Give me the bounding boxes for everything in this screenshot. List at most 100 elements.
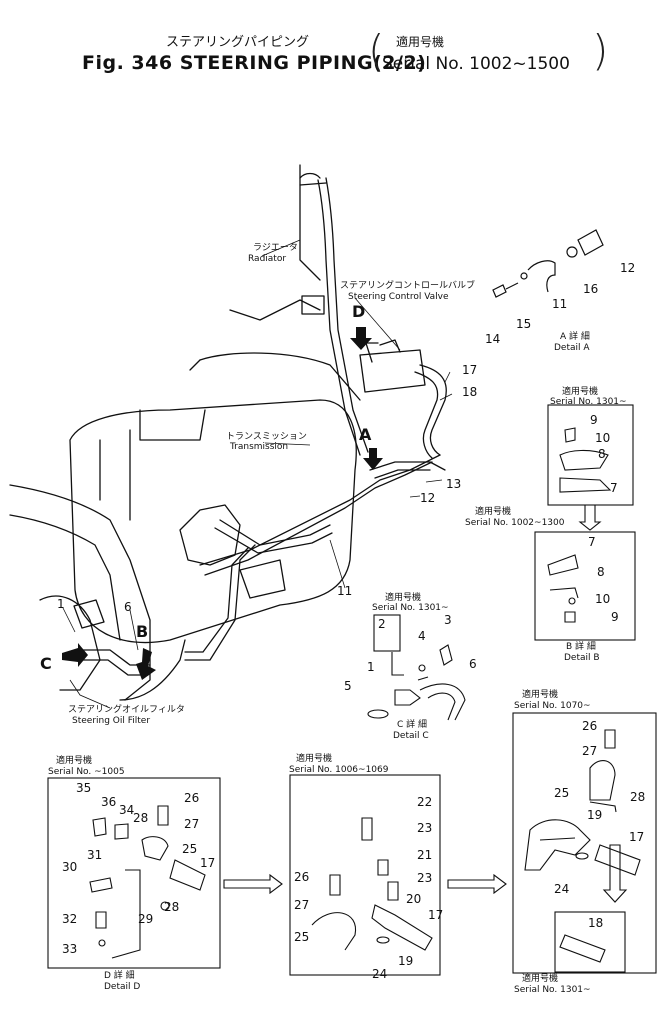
part-number: 17 [200,856,216,870]
figure-title: Fig. 346 STEERING PIPING(2/2) [82,52,427,74]
part-number: 28 [164,900,180,914]
detail-c-label: Detail C [393,731,429,741]
serial-applies-jp-d: 適用号機 [56,756,93,766]
part-number: 24 [554,882,570,896]
part-number: 10 [595,592,611,606]
part-number: 35 [76,781,92,795]
part-number: 11 [337,584,353,598]
part-number: 17 [428,908,444,922]
part-number: 27 [184,817,200,831]
part-number: 20 [406,892,422,906]
part-number: 14 [485,332,501,346]
part-number: 26 [582,719,598,733]
oil-filter-label: Steering Oil Filter [72,716,151,726]
part-number: 17 [629,830,645,844]
transmission-label: Transmission [230,442,289,452]
part-number: 1 [367,660,375,674]
detail-d-label: Detail D [104,982,141,992]
serial-1070: Serial No. 1070~ [514,701,591,711]
part-number: 18 [588,916,604,930]
part-number: 25 [294,930,310,944]
part-number: 11 [552,297,568,311]
serial-applies-jp-bottom: 適用号機 [522,974,559,984]
part-number: 26 [184,791,200,805]
part-number: 7 [588,535,596,549]
part-number: 22 [417,795,433,809]
part-number: 26 [294,870,310,884]
detail-d-label-jp: D 詳 細 [104,971,135,981]
callout-a: A [359,425,372,444]
part-number: 28 [630,790,646,804]
oil-filter-label-jp: ステアリングオイルフィルタ [68,705,185,715]
right-paren: ) [592,26,609,75]
part-number: 27 [582,744,598,758]
part-number: 7 [610,481,618,495]
callout-d: D [352,302,366,321]
callout-b: B [136,622,149,641]
part-number: 6 [469,657,477,671]
part-number: 25 [182,842,198,856]
part-number: 25 [554,786,570,800]
part-number: 9 [590,413,598,427]
part-number: 12 [420,491,436,505]
serial-1002-1300: Serial No. 1002~1300 [465,518,565,528]
part-number: 29 [138,912,154,926]
part-number: 5 [344,679,352,693]
part-number: 16 [583,282,599,296]
part-number: 18 [462,385,478,399]
left-paren: ( [368,26,385,75]
part-number: 34 [119,803,135,817]
detail-a-label-jp: A 詳 細 [560,332,590,342]
part-number: 8 [598,447,606,461]
part-number: 30 [62,860,78,874]
control-valve-label: Steering Control Valve [348,292,449,302]
part-number: 28 [133,811,149,825]
control-valve-label-jp: ステアリングコントロールバルブ [340,281,476,291]
part-number: 23 [417,871,433,885]
part-number: 10 [595,431,611,445]
title-japanese: ステアリングパイピング [166,35,310,50]
part-number: 23 [417,821,433,835]
title-serial: Serial No. 1002~1500 [382,54,570,74]
serial-1005: Serial No. ~1005 [48,767,125,777]
serial-applies-jp-c: 適用号機 [385,593,422,603]
part-number: 31 [87,848,103,862]
part-number: 4 [418,629,426,643]
part-number: 6 [124,600,132,614]
part-number: 19 [587,808,603,822]
serial-1006-1069: Serial No. 1006~1069 [289,765,389,775]
serial-1301-bottom: Serial No. 1301~ [514,985,591,995]
serial-1301-c: Serial No. 1301~ [372,603,449,613]
part-number: 2 [378,617,386,631]
part-number: 19 [398,954,414,968]
detail-a-label: Detail A [554,343,590,353]
part-number: 27 [294,898,310,912]
serial-applies-jp-mid: 適用号機 [296,754,333,764]
serial-applies-jp-right: 適用号機 [522,690,559,700]
part-number: 17 [462,363,478,377]
detail-c-label-jp: C 詳 細 [397,720,428,730]
part-number: 32 [62,912,78,926]
serial-1301-b: Serial No. 1301~ [550,397,627,407]
callout-c: C [40,654,52,673]
serial-applies-jp: 適用号機 [562,387,599,397]
serial-applies-jp-2: 適用号機 [475,507,512,517]
part-number: 3 [444,613,452,627]
part-number: 36 [101,795,117,809]
title-applies-jp: 適用号機 [396,35,445,49]
part-number: 13 [446,477,462,491]
part-number: 9 [611,610,619,624]
part-number: 21 [417,848,433,862]
part-number: 12 [620,261,636,275]
detail-b-label: Detail B [564,653,600,663]
part-number: 1 [57,597,65,611]
detail-b-label-jp: B 詳 細 [566,642,596,652]
radiator-label: Radiator [248,254,287,264]
radiator-label-jp: ラジエータ [253,243,298,253]
transmission-label-jp: トランスミッション [226,432,307,442]
part-number: 8 [597,565,605,579]
part-number: 15 [516,317,532,331]
part-number: 24 [372,967,388,981]
part-number: 33 [62,942,78,956]
